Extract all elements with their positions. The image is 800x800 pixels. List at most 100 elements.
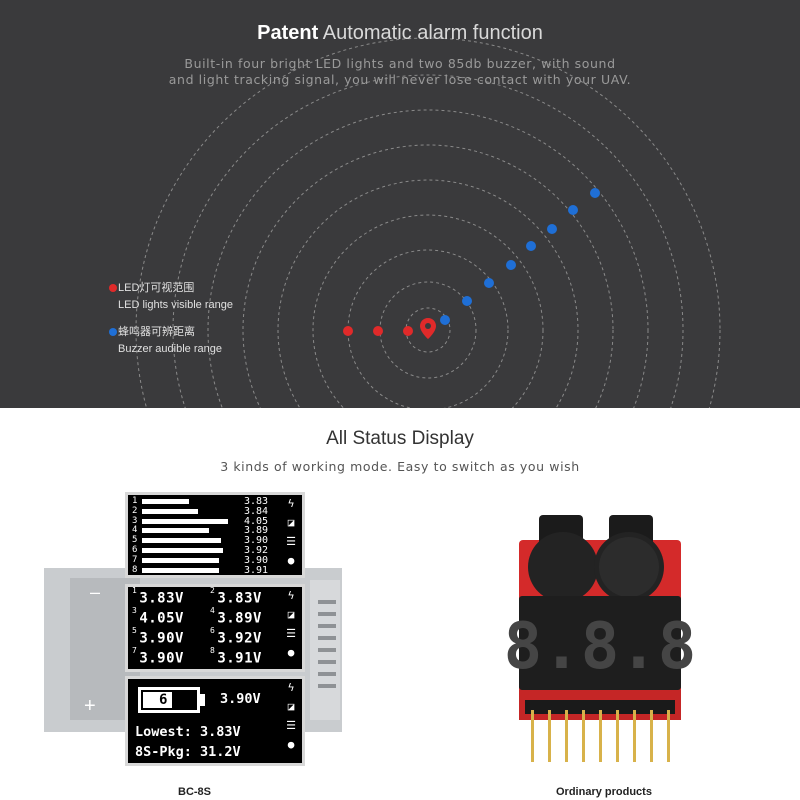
bar-row-voltage: 4.05 xyxy=(244,515,269,527)
bar-row-index: 7 xyxy=(132,554,138,565)
mode-icon: ◪ xyxy=(287,516,295,529)
bar-row-level xyxy=(142,538,222,544)
range-ring xyxy=(347,249,509,408)
location-icon: ● xyxy=(287,646,295,659)
bar-row-voltage: 3.92 xyxy=(244,545,269,556)
page-description: Built-in four bright LED lights and two … xyxy=(0,56,800,88)
location-pin-icon xyxy=(420,318,436,339)
bar-row-index: 3 xyxy=(132,515,138,526)
buzzer-dot xyxy=(462,296,472,306)
bar-row-level xyxy=(142,548,223,553)
header-pin xyxy=(616,710,619,762)
legend-buzzer: 蜂鸣器可辨距离 Buzzer audible range xyxy=(109,324,222,358)
caption-ordinary: Ordinary products xyxy=(556,786,652,798)
bar-row-index: 6 xyxy=(132,545,138,555)
bar-row-index: 4 xyxy=(132,525,138,536)
cell-value: 4.05V xyxy=(139,610,184,627)
cell-voltage-item: 73.90V xyxy=(132,646,184,667)
cell-value: 3.90V xyxy=(139,630,184,647)
menu-icon: ☰ xyxy=(286,627,296,640)
pack-voltage: 8S-Pkg: 31.2V xyxy=(135,744,241,760)
battery-fill xyxy=(143,692,172,708)
side-icons: ϟ ◪ ☰ ● xyxy=(285,498,299,574)
battery-cell-number: 6 xyxy=(159,692,168,708)
header-pins xyxy=(531,710,670,762)
buzzer-dot xyxy=(484,278,494,288)
cell-voltage-item: 43.89V xyxy=(210,606,262,627)
ordinary-product-image: 8.8.8 xyxy=(505,515,695,762)
range-ring xyxy=(207,109,649,408)
description-line-2: and light tracking signal, you will neve… xyxy=(168,72,632,87)
menu-icon: ☰ xyxy=(286,535,296,548)
lightning-icon: ϟ xyxy=(287,589,295,602)
cell-index: 5 xyxy=(132,626,138,635)
legend-led-en: LED lights visible range xyxy=(118,299,233,311)
blue-dot-icon xyxy=(109,328,117,336)
red-dot-icon xyxy=(109,284,117,292)
range-ring xyxy=(172,74,684,408)
header-pin xyxy=(531,710,534,762)
cell-value: 3.92V xyxy=(217,630,262,647)
bar-row-level xyxy=(142,557,219,563)
bar-row-level xyxy=(142,518,229,524)
cell-value: 3.83V xyxy=(217,590,262,607)
legend-buzzer-cn: 蜂鸣器可辨距离 xyxy=(118,326,195,338)
seven-segment-display: 8.8.8 xyxy=(505,610,695,684)
legend-led: LED灯可视范围 LED lights visible range xyxy=(109,280,233,314)
header-pin xyxy=(650,710,653,762)
caption-bc8s: BC-8S xyxy=(178,786,212,798)
header-pin xyxy=(582,710,585,762)
cell-index: 1 xyxy=(132,586,138,595)
bar-row-level xyxy=(142,508,198,514)
header-pin xyxy=(548,710,551,762)
range-ring xyxy=(277,179,579,408)
cell-index: 7 xyxy=(132,646,138,655)
legend-led-cn: LED灯可视范围 xyxy=(118,282,195,294)
buzzer-dot xyxy=(440,315,450,325)
alarm-panel: Patent Automatic alarm function Built-in… xyxy=(0,0,800,408)
range-ring xyxy=(242,144,614,408)
bar-row-voltage: 3.91 xyxy=(244,564,269,576)
battery-tip xyxy=(200,694,205,706)
cell-index: 2 xyxy=(210,586,216,595)
bar-row-voltage: 3.84 xyxy=(244,505,269,517)
cell-voltage-item: 63.92V xyxy=(210,626,262,647)
bar-row-index: 8 xyxy=(132,564,138,575)
minus-icon: – xyxy=(90,582,100,602)
mode-icon: ◪ xyxy=(287,700,295,713)
mode-icon: ◪ xyxy=(287,608,295,621)
cell-voltage: 3.90V xyxy=(220,691,261,707)
alarm-range-rings xyxy=(135,37,721,408)
cell-voltage-item: 83.91V xyxy=(210,646,262,667)
bar-row-index: 5 xyxy=(132,535,138,546)
bar-row-voltage: 3.89 xyxy=(244,525,269,537)
buzzer-dot xyxy=(568,205,578,215)
cell-index: 3 xyxy=(132,606,138,615)
page-title: Patent Automatic alarm function xyxy=(0,22,800,45)
cell-voltage-item: 34.05V xyxy=(132,606,184,627)
range-ring xyxy=(135,37,721,408)
bar-row-level xyxy=(142,528,209,534)
cell-voltage-item: 23.83V xyxy=(210,587,262,607)
bar-row-level xyxy=(142,499,189,504)
status-title: All Status Display xyxy=(326,428,474,449)
cell-index: 6 xyxy=(210,626,216,635)
plus-icon: + xyxy=(84,695,96,717)
led-dot xyxy=(373,326,383,336)
buzzer-dot xyxy=(526,241,536,251)
title-bold: Patent xyxy=(257,22,319,44)
lightning-icon: ϟ xyxy=(287,497,295,510)
cell-value: 3.91V xyxy=(217,650,262,667)
bar-row-voltage: 3.90 xyxy=(244,535,269,547)
status-subtitle: 3 kinds of working mode. Easy to switch … xyxy=(220,459,580,474)
bar-row-index: 1 xyxy=(132,496,138,506)
side-icons: ϟ ◪ ☰ ● xyxy=(285,590,299,666)
bar-row-voltage: 3.83 xyxy=(244,496,269,507)
buzzer-dot xyxy=(547,224,557,234)
range-ring xyxy=(312,214,544,408)
led-dot xyxy=(403,326,413,336)
header-pin xyxy=(633,710,636,762)
bar-row-index: 2 xyxy=(132,505,138,516)
